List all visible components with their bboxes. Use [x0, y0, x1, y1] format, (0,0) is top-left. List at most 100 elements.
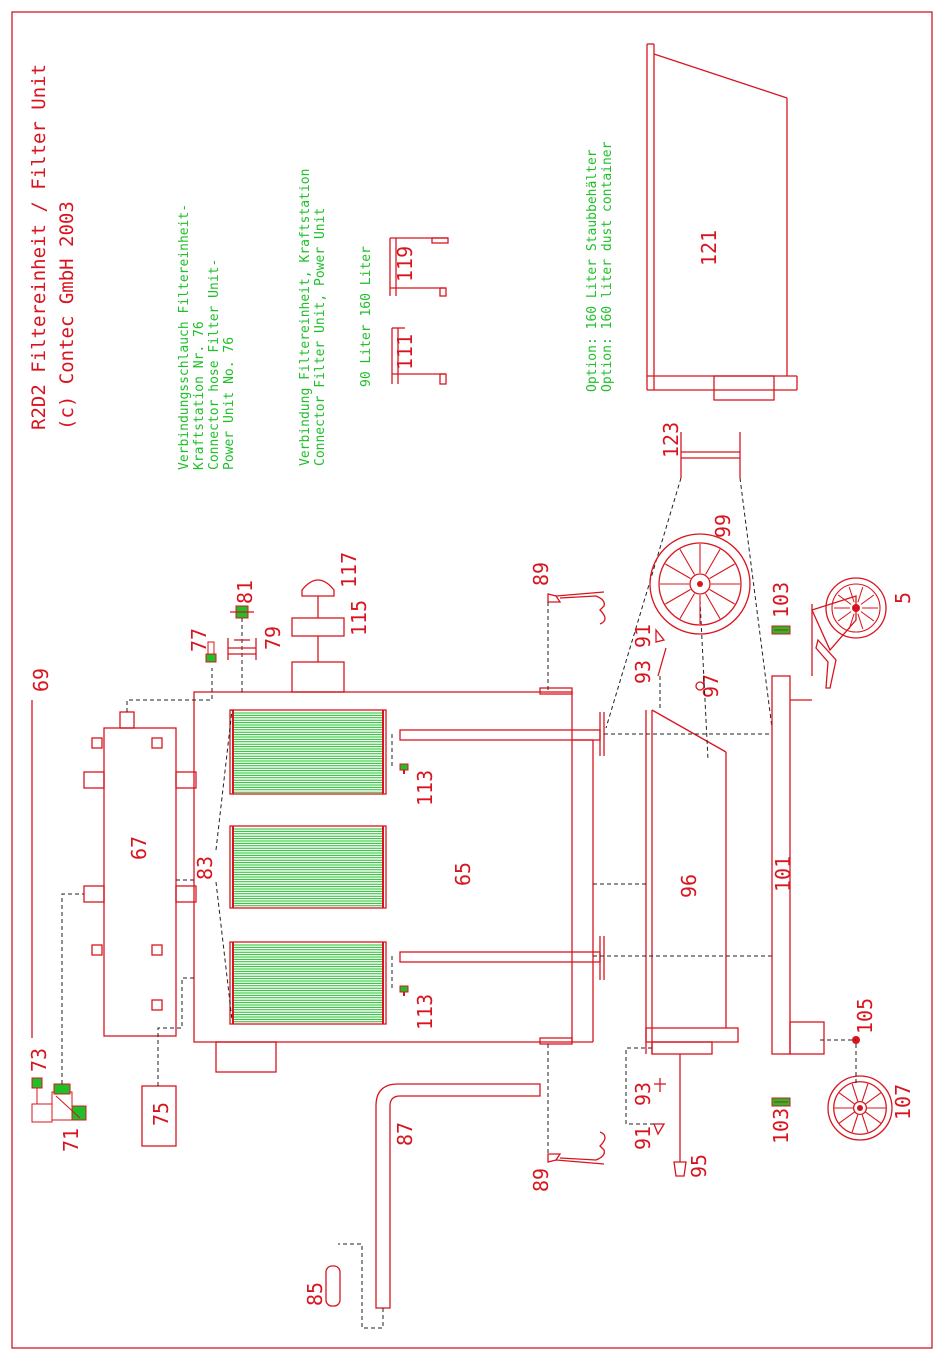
wheel-99 — [649, 533, 751, 635]
option-note-line-1: Option: 160 Liter Staubbehälter — [585, 149, 600, 392]
label-113-top: 113 — [413, 770, 437, 806]
wheel-spoke — [861, 1114, 869, 1133]
title-block: R2D2 Filtereinheit / Filter Unit (c) Con… — [28, 64, 78, 430]
title-line-2: (c) Contec GmbH 2003 — [56, 201, 78, 430]
label-81: 81 — [233, 580, 257, 604]
wheel-rim — [833, 1081, 887, 1135]
leader-83-b — [215, 881, 233, 1021]
wheel-spoke — [851, 1114, 859, 1133]
valve-113-top — [399, 763, 409, 774]
leader-75 — [157, 977, 194, 1086]
label-91-bottom: 91 — [631, 1126, 655, 1150]
leader-123-b — [739, 477, 773, 729]
wheel-spoke — [838, 1111, 855, 1124]
wheel-spoke — [838, 1092, 855, 1105]
bracket-119 — [389, 237, 449, 297]
label-69: 69 — [29, 668, 53, 692]
part-79 — [227, 638, 257, 660]
wheel-hub — [852, 1100, 868, 1116]
label-79: 79 — [261, 626, 285, 650]
label-71: 71 — [59, 1128, 83, 1152]
part-95 — [673, 1054, 687, 1177]
valve-113-bottom — [399, 985, 409, 996]
drawing-frame — [11, 11, 933, 1349]
label-123: 123 — [659, 422, 683, 458]
part-77 — [205, 641, 217, 663]
lever-89-top — [547, 591, 606, 625]
leader-97 — [699, 599, 709, 761]
label-101: 101 — [771, 856, 795, 892]
caster-spoke — [860, 611, 875, 622]
wheel-spoke — [705, 549, 721, 575]
wheel-spoke — [709, 589, 735, 605]
label-89-top: 89 — [529, 562, 553, 586]
leader-83-a — [215, 709, 233, 851]
label-96: 96 — [677, 874, 701, 898]
caster-spoke — [857, 613, 864, 630]
wheel-rim — [658, 542, 742, 626]
connector-note-line-2: Connector Filter Unit, Power Unit — [313, 208, 328, 466]
lever-89-bottom — [547, 1131, 606, 1165]
filter-cartridge-1 — [229, 709, 387, 795]
wheel-spoke — [851, 1083, 859, 1102]
hose-pipe-87 — [375, 1083, 541, 1309]
part-85 — [325, 1265, 341, 1307]
connector-note-line-1: Verbindung Filtereinheit, Kraftstation — [298, 169, 313, 466]
wheel-spoke — [705, 593, 721, 619]
caster-spoke — [837, 611, 852, 622]
hose-note-line-4: Power Unit No. 76 — [222, 337, 237, 470]
part-67 — [83, 711, 197, 1037]
label-121: 121 — [697, 230, 721, 266]
wheel-spoke — [861, 1083, 869, 1102]
hose-note-line-3: Connector hose Filter Unit- — [207, 259, 222, 470]
part-75 — [141, 1085, 177, 1147]
leader-123-a — [605, 477, 682, 729]
wheel-spoke — [679, 549, 695, 575]
caster-tire — [825, 577, 887, 639]
caster-spoke — [860, 594, 875, 605]
wheel-spoke — [709, 563, 735, 579]
dust-container-121 — [646, 43, 798, 401]
part-115 — [291, 617, 345, 662]
label-93-top: 93 — [631, 660, 655, 684]
label-119: 119 — [393, 246, 417, 282]
part-81 — [230, 605, 254, 619]
part-93-bottom — [654, 1078, 666, 1092]
leader-67-top — [126, 668, 213, 712]
wheel-spoke — [865, 1111, 882, 1124]
leader-85 — [338, 1243, 384, 1329]
label-115: 115 — [347, 600, 371, 636]
label-5: 5 — [891, 592, 915, 604]
label-91-top: 91 — [631, 624, 655, 648]
label-103-bottom: 103 — [769, 1108, 793, 1144]
label-117: 117 — [337, 552, 361, 588]
caster-fork — [811, 595, 857, 652]
caster-spoke — [848, 586, 855, 603]
wheel-107 — [827, 1075, 893, 1141]
hose-note-line-1: Verbindungsschlauch Filtereinheit- — [177, 204, 192, 470]
caster-rim — [831, 583, 881, 633]
wheel-tire — [649, 533, 751, 635]
label-77: 77 — [187, 628, 211, 652]
wheel-tire — [827, 1075, 893, 1141]
label-107: 107 — [891, 1084, 915, 1120]
option-note-line-2: Option: 160 liter dust container — [600, 141, 615, 392]
label-95: 95 — [687, 1154, 711, 1178]
wheel-spoke — [679, 593, 695, 619]
label-103-top: 103 — [769, 582, 793, 618]
label-65: 65 — [451, 862, 475, 886]
part-103-top — [771, 625, 791, 635]
label-85: 85 — [303, 1282, 327, 1306]
label-89-bottom: 89 — [529, 1168, 553, 1192]
filter-cartridge-2 — [229, 825, 387, 909]
hose-note: Verbindungsschlauch Filtereinheit- Kraft… — [177, 204, 237, 470]
label-93-bottom: 93 — [631, 1082, 655, 1106]
wheel-axle — [857, 1105, 863, 1111]
filter-cartridges — [229, 709, 387, 1025]
label-87: 87 — [393, 1122, 417, 1146]
support-pipes — [399, 712, 605, 980]
caster-spoke — [857, 586, 864, 603]
label-105: 105 — [853, 998, 877, 1034]
wheel-spoke — [865, 1092, 882, 1105]
wheel-spoke — [665, 589, 691, 605]
